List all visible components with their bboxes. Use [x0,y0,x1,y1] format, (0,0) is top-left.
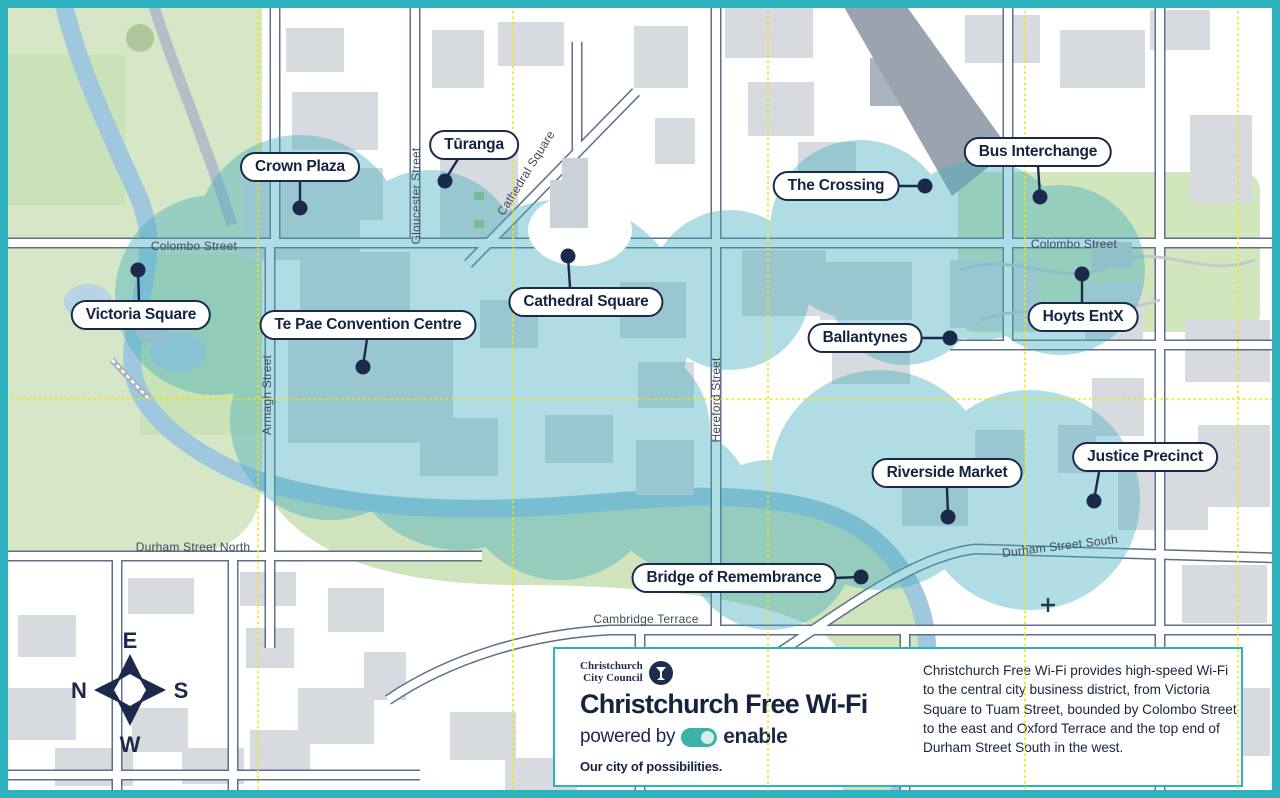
map-label-justice-precinct: Justice Precinct [1072,442,1218,472]
street-label-hereford: Hereford Street [709,357,723,443]
council-logo-line2: City Council [583,672,643,684]
map-label-te-pae: Te Pae Convention Centre [259,310,477,340]
map-label-crown-plaza: Crown Plaza [240,152,360,182]
cathedral-tower [562,158,588,184]
compass-rose: E S W N [71,628,189,757]
compass-arrow-up [116,654,144,682]
street-label-armagh: Armagh Street [260,355,274,435]
map-label-the-crossing: The Crossing [772,171,900,201]
enable-toggle-icon [681,727,718,747]
avon-river-lower [255,471,937,798]
street-label-cambridge-terrace: Cambridge Terrace [593,612,699,626]
street-label-colombo-west: Colombo Street [150,239,238,253]
panel-tagline: Our city of possibilities. [580,759,723,774]
compass-label-north: N [71,678,87,703]
plus-marker-icon [1041,598,1055,612]
compass-label-west: W [120,732,141,757]
panel-description: Christchurch Free Wi-Fi provides high-sp… [923,663,1237,756]
compass-arrow-right [138,676,166,704]
street-label-gloucester: Gloucester Street [409,147,423,245]
footbridge-deck [111,359,149,399]
cathedral-building [550,180,588,228]
green-roof [474,220,484,228]
river-road [146,0,238,227]
compass-label-east: E [123,628,138,653]
street-label-colombo-east: Colombo Street [1030,237,1118,251]
compass-arrow-left [94,676,122,704]
compass-label-south: S [174,678,189,703]
map-label-ballantynes: Ballantynes [807,323,923,353]
pond [150,332,206,372]
map-label-hoyts-entx: Hoyts EntX [1027,302,1139,332]
map-label-turanga: Tūranga [429,130,519,160]
info-panel: Christchurch City Council Christchurch F… [553,647,1243,787]
powered-by-row: powered by enable [580,725,788,749]
tree [126,24,154,52]
map-label-bus-interchange: Bus Interchange [963,137,1113,167]
park-building [1092,242,1132,268]
council-crest-icon [648,661,673,685]
powered-by-text: powered by [580,726,676,747]
map-label-victoria-square: Victoria Square [70,300,212,330]
council-logo-line1: Christchurch [580,660,643,673]
green-roof [474,192,484,200]
council-logo: Christchurch City Council [580,660,674,686]
street-label-durham-north: Durham Street North [135,540,251,554]
map-label-cathedral-square: Cathedral Square [508,287,664,317]
panel-title: Christchurch Free Wi-Fi [580,689,868,719]
map-label-riverside-market: Riverside Market [871,458,1023,488]
compass-arrow-down [116,698,144,726]
avon-river-upper [53,0,266,491]
map-label-bridge-of-remembrance: Bridge of Remembrance [631,563,837,593]
provider-name: enable [723,725,788,748]
